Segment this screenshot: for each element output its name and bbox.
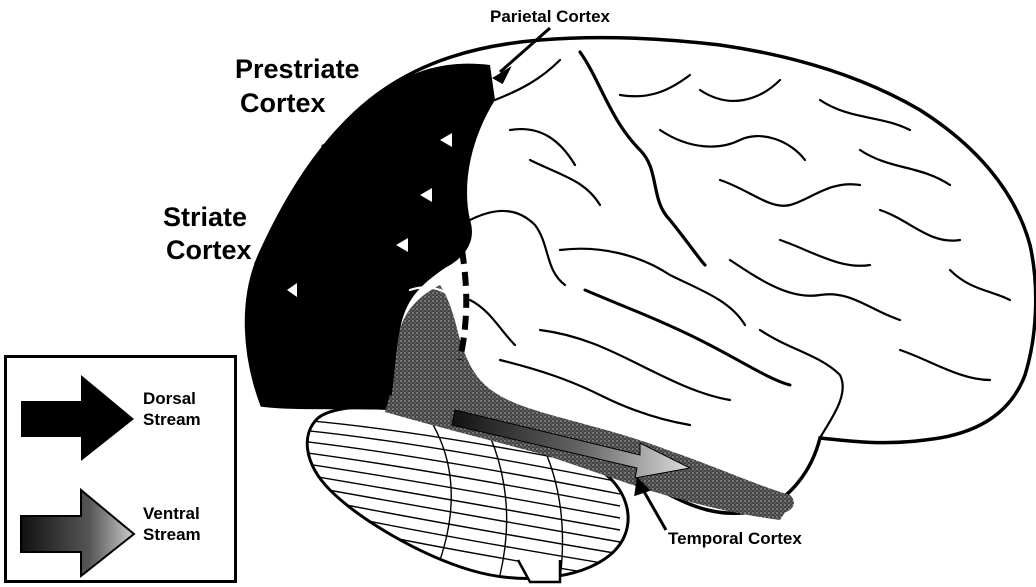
ventral-stream-legend-arrow [19,488,139,578]
striate-cortex-label-line1: Striate [163,203,247,231]
parietal-cortex-label: Parietal Cortex [490,8,610,26]
striate-cortex-label-line2: Cortex [166,236,252,264]
temporal-cortex-label: Temporal Cortex [668,530,802,548]
dorsal-stream-legend-label: Dorsal Stream [143,388,201,431]
ventral-stream-line1: Ventral [143,503,201,524]
dorsal-stream-legend-arrow [19,373,139,463]
ventral-stream-line2: Stream [143,524,201,545]
legend: Dorsal Stream Ventral Stream [4,355,237,583]
prestriate-cortex-label-line2: Cortex [240,89,326,117]
ventral-stream-legend-label: Ventral Stream [143,503,201,546]
prestriate-cortex-label-line1: Prestriate [235,55,360,83]
dorsal-stream-line2: Stream [143,409,201,430]
dorsal-stream-line1: Dorsal [143,388,201,409]
